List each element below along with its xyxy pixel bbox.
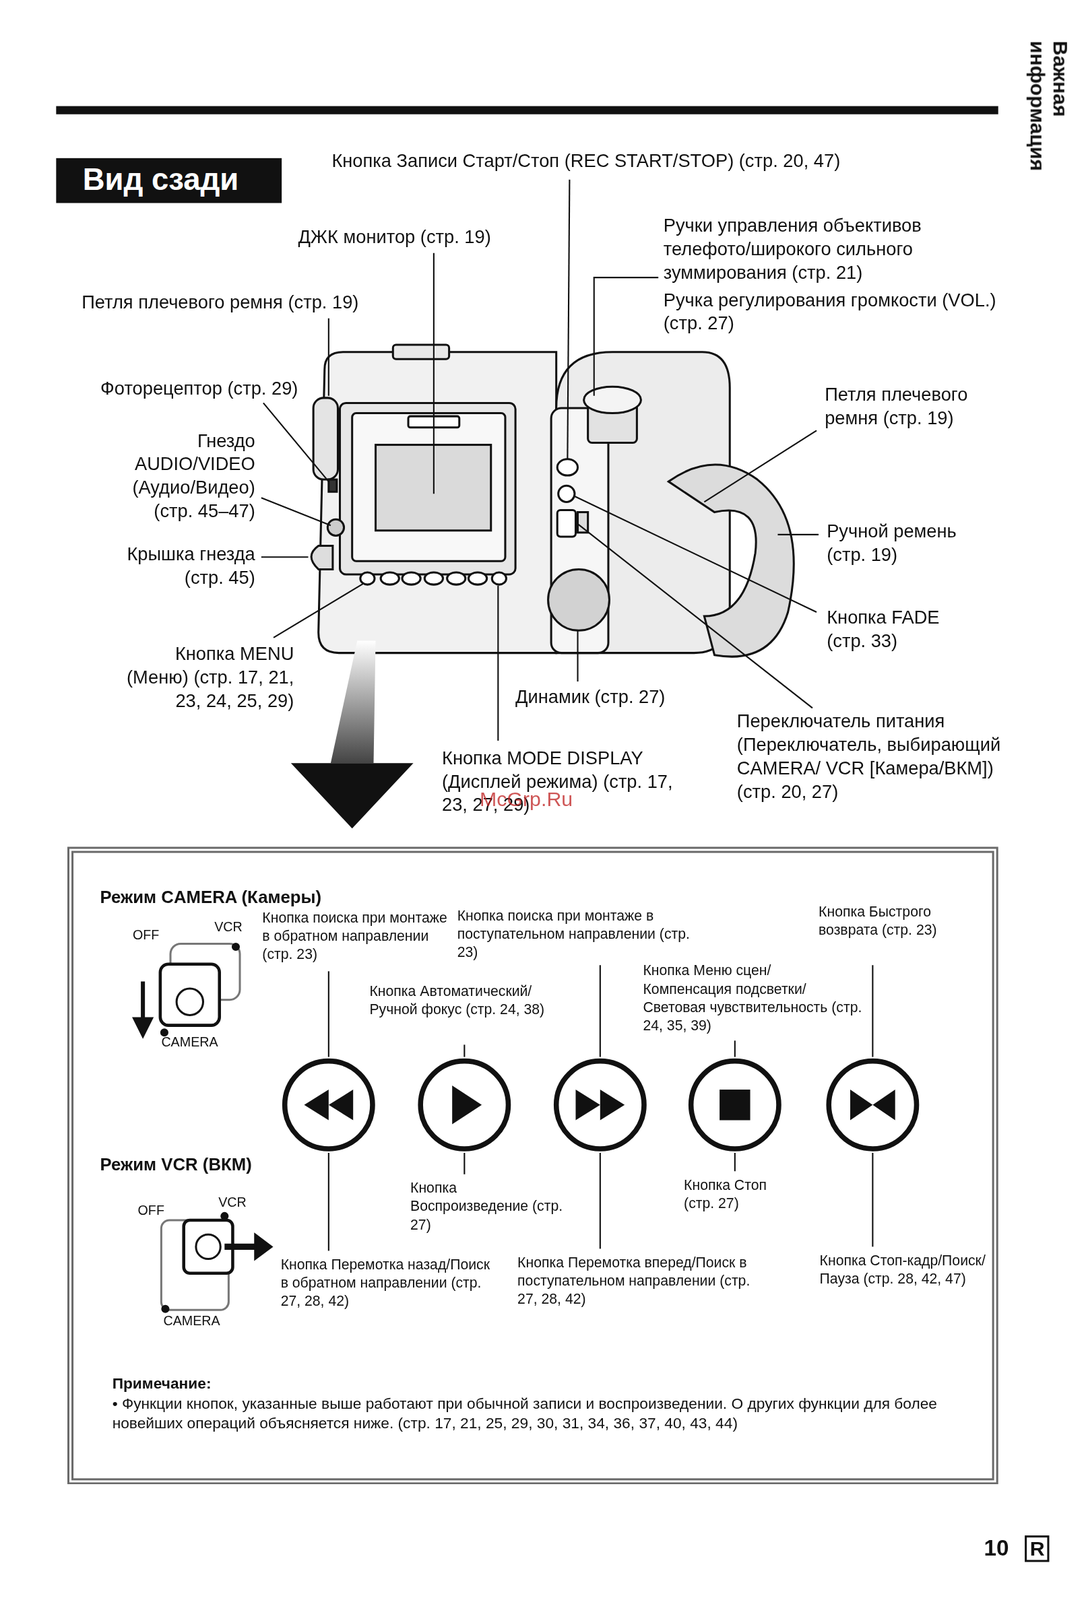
button-label: Кнопка Быстрого возврата (стр. 23) [818,902,977,940]
callout-label: Крышка гнезда (стр. 45) [102,543,256,591]
note-text: • Функции кнопок, указанные выше работаю… [112,1394,971,1434]
callout-label: ДЖК монитор (стр. 19) [297,225,491,250]
note-heading: Примечание: [112,1373,212,1394]
button-label: Кнопка Стоп (стр. 27) [683,1175,797,1213]
button-label: Кнопка Меню сцен/ Компенсация подсветки/… [642,961,863,1035]
callout-label: Гнездо AUDIO/VIDEO (Аудио/Видео) (стр. 4… [107,429,256,524]
switch-position: OFF [132,927,159,945]
section-title: Вид сзади [82,162,256,198]
switch-position: CAMERA [163,1312,220,1330]
transport-buttons [284,1061,917,1150]
callout-label: Кнопка MENU (Меню) (стр. 17, 21, 23, 24,… [112,642,295,714]
switch-position: VCR [214,918,243,937]
callout-label: Кнопка Записи Старт/Стоп (REC START/STOP… [331,150,841,174]
callout-label: Переключатель питания (Переключатель, вы… [737,710,1008,804]
switch-position: OFF [138,1202,165,1221]
arrow-head [291,763,414,829]
switch-position: CAMERA [161,1034,218,1052]
switch-position: VCR [218,1194,247,1212]
callout-label: Фоторецептор (стр. 29) [53,377,299,402]
button-label: Кнопка поиска при монтаже в поступательн… [457,906,692,962]
mode-switch-icon [133,943,272,1313]
mode-heading: Режим CAMERA (Камеры) [99,887,322,909]
button-label: Кнопка Перемотка назад/Поиск в обратном … [280,1255,491,1311]
section-title-box: Вид сзади [55,158,282,204]
button-label: Кнопка Перемотка вперед/Поиск в поступат… [517,1253,768,1309]
language-mark: R [1024,1536,1050,1563]
mode-heading: Режим VCR (ВКМ) [99,1154,252,1177]
callout-label: Кнопка FADE (стр. 33) [826,606,970,654]
callout-label: Петля плечевого ремня (стр. 19) [824,384,973,432]
page-number: 10 [983,1535,1009,1564]
button-label: Кнопка поиска при монтаже в обратном нап… [262,908,451,964]
button-label: Кнопка Автоматический/Ручной фокус (стр.… [369,981,564,1019]
header-rule [55,106,998,115]
button-label: Кнопка Стоп-кадр/Поиск/Пауза (стр. 28, 4… [819,1251,989,1289]
callout-label: Петля плечевого ремня (стр. 19) [81,291,359,315]
callout-label: Динамик (стр. 27) [515,685,665,710]
callout-label: Ручки управления объективов телефото/шир… [663,214,1001,285]
mode-panel: Режим CAMERA (Камеры) Режим VCR (ВКМ) Прим… [67,846,999,1485]
button-label: Кнопка Воспроизведение (стр. 27) [410,1178,564,1235]
callout-label: Ручка регулирования громкости (VOL.) (ст… [663,289,1001,337]
watermark: McGrp.Ru [479,786,573,813]
callout-label: Ручной ремень (стр. 19) [826,520,980,568]
camcorder-body [311,344,794,657]
transition-arrow [330,640,376,764]
side-tab: Важная информация [1026,41,1072,193]
